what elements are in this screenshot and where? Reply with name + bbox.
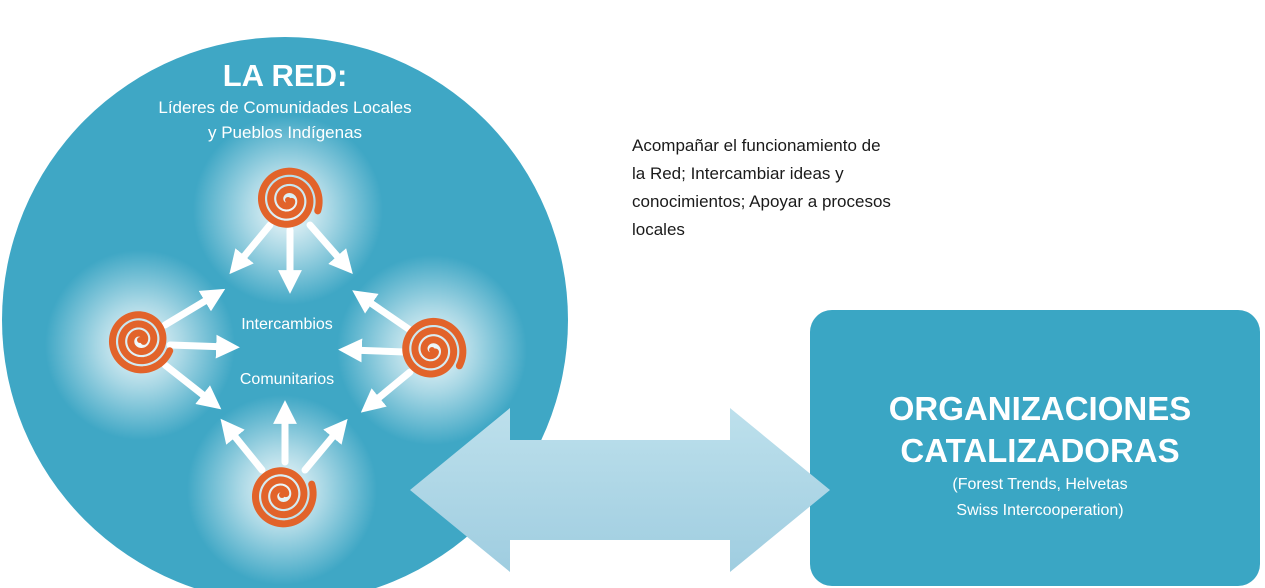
center-label-line-2: Comunitarios — [240, 371, 334, 388]
catalysts-detail-line-1: (Forest Trends, Helvetas — [952, 476, 1127, 493]
spiral-center-dot — [279, 492, 285, 498]
network-circle — [2, 37, 568, 588]
exchange-arrows — [161, 221, 414, 474]
catalysts-title-line-1: ORGANIZACIONES — [889, 390, 1192, 427]
spiral-center-dot — [137, 337, 143, 343]
description-line-1: Acompañar el funcionamiento de — [632, 136, 881, 155]
spiral-icon-bottom — [251, 467, 317, 528]
center-label-line-1: Intercambios — [241, 316, 333, 333]
spiral-icon-top — [257, 167, 323, 228]
double-arrow-connector — [410, 408, 830, 572]
spiral-stroke — [108, 311, 174, 374]
description-line-3: conocimientos; Apoyar a procesos — [632, 192, 891, 211]
spiral-icon-right — [402, 317, 467, 378]
description-line-4: locales — [632, 220, 685, 239]
description-line-2: la Red; Intercambiar ideas y — [632, 164, 844, 183]
catalysts-title-line-2: CATALIZADORAS — [900, 432, 1179, 469]
spiral-stroke — [257, 167, 323, 228]
spiral-icon-left — [108, 311, 174, 374]
spiral-stroke — [402, 317, 467, 378]
spiral-center-dot — [429, 347, 435, 353]
spiral-stroke — [251, 467, 317, 528]
spiral-center-dot — [285, 197, 291, 203]
catalysts-detail-line-2: Swiss Intercooperation) — [956, 502, 1123, 519]
network-subtitle-line-2: y Pueblos Indígenas — [208, 123, 362, 142]
catalysts-box — [810, 310, 1260, 586]
network-title: LA RED: — [223, 58, 348, 93]
network-subtitle-line-1: Líderes de Comunidades Locales — [158, 98, 411, 117]
